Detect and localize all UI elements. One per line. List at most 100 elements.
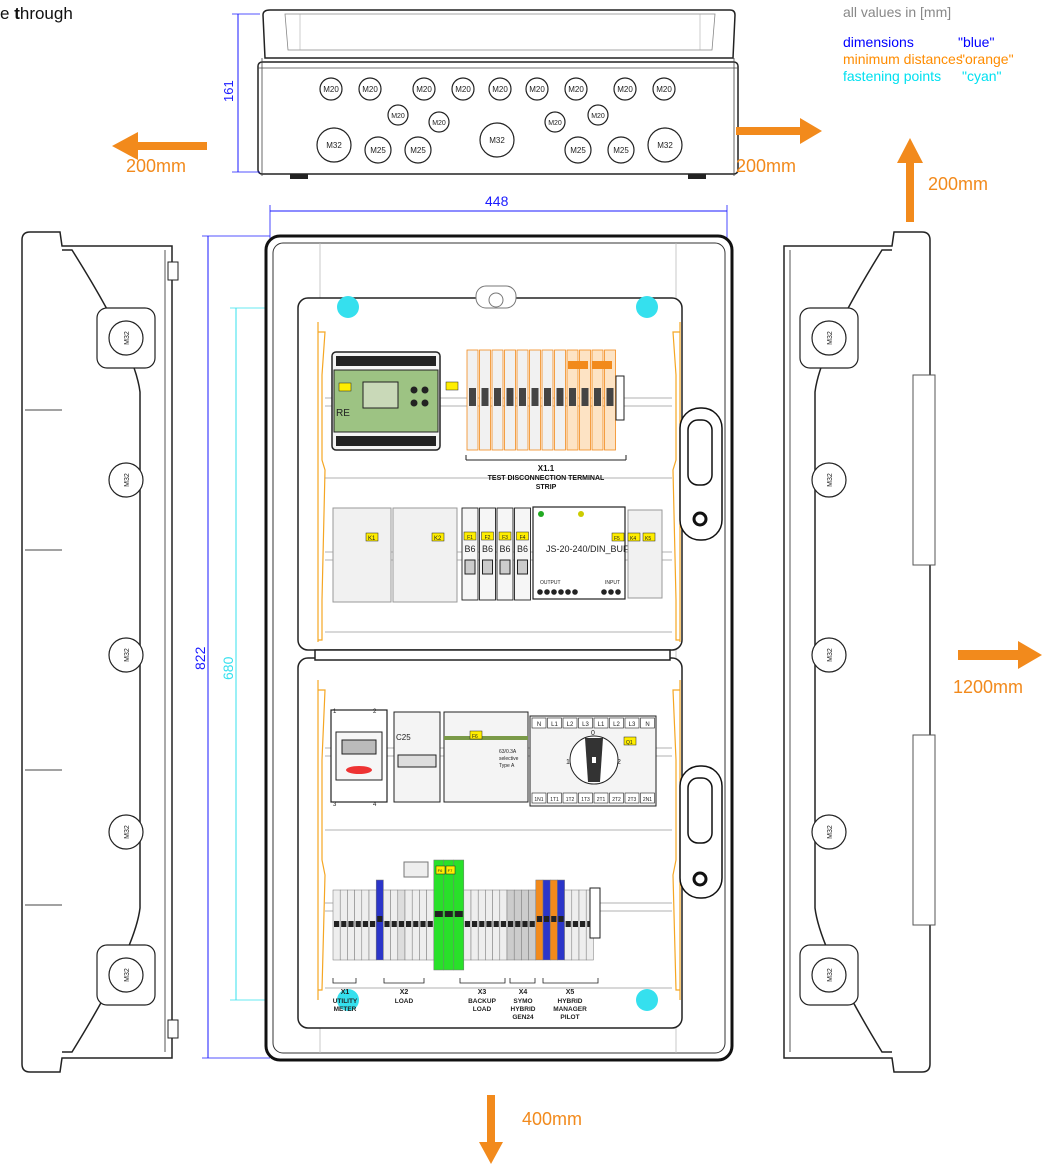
gland-m20 <box>451 77 475 101</box>
terminal-clamp <box>427 921 433 927</box>
terminal-lever <box>581 388 589 406</box>
breaker-rating: B6 <box>517 544 528 554</box>
switch-pos-2: 2 <box>617 759 621 766</box>
terminal-clamp <box>486 921 492 927</box>
terminal-lever <box>544 388 551 406</box>
gland-m32 <box>108 462 144 498</box>
gland-label: M25 <box>570 146 586 155</box>
terminal-clamp <box>580 921 586 927</box>
psu-screw <box>558 589 564 595</box>
terminal-group-labels: X1UTILITYMETERX2LOADX3BACKUPLOADX4SYMOHY… <box>332 978 599 1021</box>
switch-terminal <box>593 792 609 804</box>
gland-label: M32 <box>124 968 131 982</box>
terminal-tag-label: F6 <box>438 868 443 873</box>
gland-m20 <box>587 104 609 126</box>
gland-m20 <box>387 104 409 126</box>
terminal-group-bracket <box>383 978 425 984</box>
gland-m20 <box>319 77 343 101</box>
fastening-points <box>337 296 658 1011</box>
gland-m20 <box>613 77 637 101</box>
terminal-clamp <box>413 921 419 927</box>
switch-pos-0: 0 <box>591 730 595 737</box>
power-supply: JS-20-240/DIN_BUF OUTPUT INPUT <box>532 506 629 600</box>
gland-label: M25 <box>613 146 629 155</box>
mcb-c25: C25 <box>393 711 441 803</box>
gland-label: M32 <box>326 141 342 150</box>
terminal-clamp <box>472 921 478 927</box>
terminal-clamp <box>558 916 564 922</box>
terminal-clamp <box>348 921 354 927</box>
switch-terminal-label: 2T2 <box>612 797 621 803</box>
terminal-clamp <box>479 921 485 927</box>
switch-terminal-label: 2T3 <box>628 797 637 803</box>
psu-screw <box>537 589 543 595</box>
meter-label-2: 2 <box>373 709 377 715</box>
legend-dimensions-value: "blue" <box>958 34 994 50</box>
meter-label-3: 3 <box>333 802 337 808</box>
breaker-tag <box>481 531 494 541</box>
switch-terminal <box>578 792 593 804</box>
breaker-rating: B6 <box>482 544 493 554</box>
gland-label: M20 <box>617 85 633 94</box>
terminal-lever <box>606 388 614 406</box>
front-view: 448 822 680 290 <box>192 193 734 1062</box>
corner-text-bold: t <box>14 4 20 23</box>
clearance-left-arrow <box>112 132 207 160</box>
gland-m25 <box>364 136 392 164</box>
switch-pos-1: 1 <box>566 759 570 766</box>
terminal-clamp <box>454 911 463 917</box>
terminal-lever <box>556 388 564 406</box>
switch-terminal <box>609 792 624 804</box>
psu-output: OUTPUT <box>540 580 561 586</box>
energy-controller: RE <box>331 351 459 451</box>
gland-label: M20 <box>455 85 471 94</box>
din-rail-mounts <box>317 322 681 1000</box>
breaker-toggle <box>517 559 528 575</box>
end-stop <box>589 887 601 939</box>
clearance-bottom-label: 400mm <box>522 1109 582 1129</box>
breaker-rating: B6 <box>464 544 475 554</box>
legend-fastening-name: fastening points <box>843 68 941 84</box>
gland-label: M20 <box>391 113 405 120</box>
psu-terminals <box>537 589 621 595</box>
terminal-tag-label: F7 <box>448 868 453 873</box>
switch-terminal-label: L2 <box>613 722 620 728</box>
gland-label: M32 <box>827 648 834 662</box>
terminal-clamp <box>572 921 578 927</box>
terminal-group-id: X1 <box>341 989 350 996</box>
label-q-switch: Q1 <box>626 740 633 746</box>
gland-label: M32 <box>657 141 673 150</box>
terminal-group-desc: SYMO <box>513 998 532 1005</box>
switch-terminal <box>640 792 655 804</box>
switch-terminal-label: 1N1 <box>534 797 543 803</box>
clearance-top-label: 200mm <box>928 174 988 194</box>
breaker-toggle <box>499 559 511 575</box>
terminal-clamp <box>544 916 550 922</box>
legend-fastening-value: "cyan" <box>962 68 1002 84</box>
gland-m20 <box>412 77 436 101</box>
terminal-clamp <box>341 921 347 927</box>
switch-terminal <box>578 717 593 729</box>
gland-m25 <box>404 136 432 164</box>
terminal-blocks: F6 F7 <box>332 859 601 971</box>
gland-m32 <box>108 814 144 850</box>
label-f-rcd: F6 <box>472 734 478 740</box>
terminal-clamp <box>420 921 426 927</box>
terminal-lever <box>494 388 501 406</box>
terminal-group-desc: PILOT <box>560 1014 579 1021</box>
terminal-group-bracket <box>509 978 536 984</box>
corner-text-rest: hrough <box>19 4 73 23</box>
breaker-tag <box>463 531 477 541</box>
x11-desc-1: TEST DISCONNECTION TERMINAL <box>488 475 605 482</box>
psu-screw <box>551 589 557 595</box>
label-k-mid: K2 <box>434 536 442 542</box>
breaker-toggle <box>482 559 493 575</box>
terminal-clamp <box>536 916 542 922</box>
gland-label: M20 <box>656 85 672 94</box>
switch-terminal <box>531 717 547 729</box>
terminal-clamp <box>464 921 470 927</box>
